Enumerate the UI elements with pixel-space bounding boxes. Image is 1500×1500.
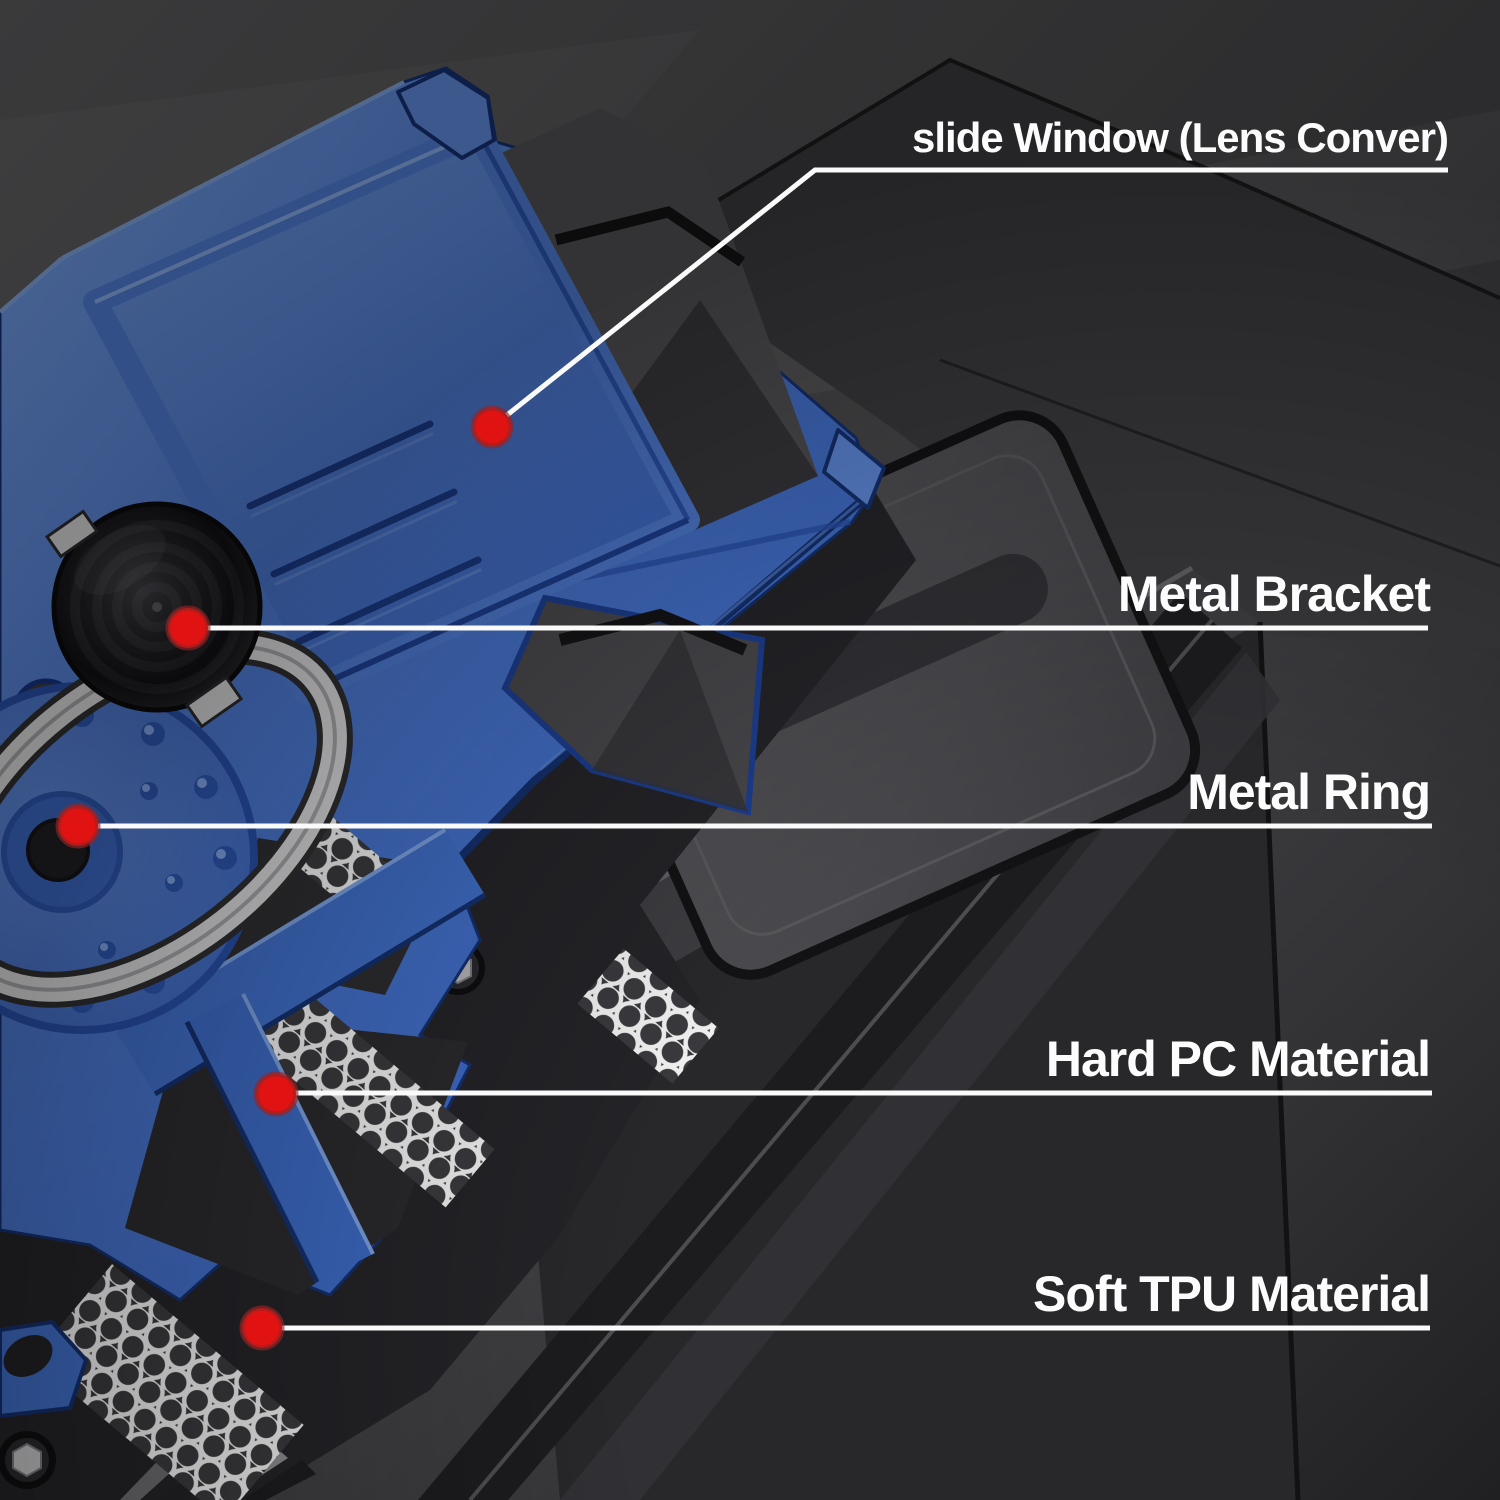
- annotation-label: Soft TPU Material: [1033, 1266, 1430, 1322]
- marker-dot: [239, 1305, 285, 1351]
- annotation-metal-ring: Metal Ring: [55, 764, 1432, 849]
- leader-line: [490, 167, 1448, 429]
- annotation-label: Metal Bracket: [1118, 566, 1431, 622]
- annotation-slide-window: slide Window (Lens Conver): [470, 114, 1449, 449]
- annotation-hard-pc: Hard PC Material: [253, 1031, 1432, 1117]
- annotation-label: Hard PC Material: [1046, 1031, 1430, 1087]
- annotation-soft-tpu: Soft TPU Material: [239, 1266, 1431, 1351]
- annotation-metal-bracket: Metal Bracket: [165, 566, 1432, 651]
- marker-dot: [470, 405, 514, 449]
- annotation-label: slide Window (Lens Conver): [912, 114, 1448, 161]
- marker-dot: [253, 1071, 299, 1117]
- marker-dot: [55, 803, 101, 849]
- annotation-label: Metal Ring: [1187, 764, 1430, 820]
- marker-dot: [165, 605, 211, 651]
